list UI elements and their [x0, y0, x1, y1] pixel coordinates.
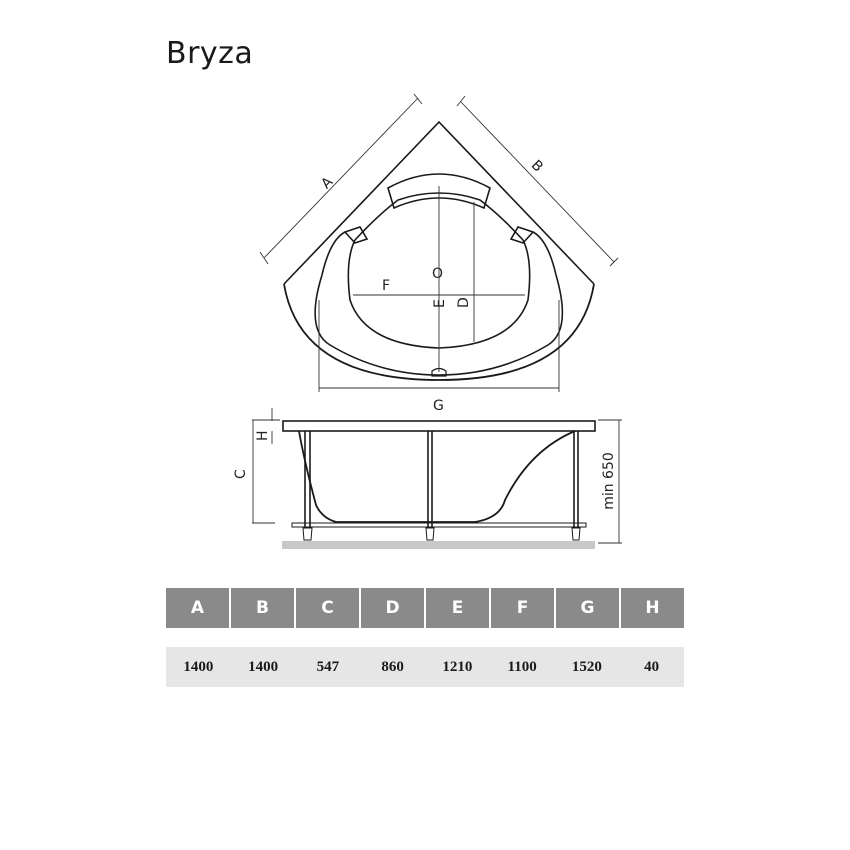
header-cell-g: G [556, 588, 621, 628]
svg-text:A: A [318, 174, 336, 192]
product-title: Bryza [166, 36, 254, 71]
value-cell-c: 547 [316, 658, 340, 675]
floor [282, 541, 595, 549]
svg-text:D: D [456, 297, 472, 308]
dimension-lines-side [252, 408, 622, 544]
value-cell-g: 1520 [571, 658, 602, 675]
svg-text:E: E [432, 299, 448, 308]
header-cell-c: C [296, 588, 361, 628]
header-cell-d: D [361, 588, 426, 628]
value-cell-d: 860 [381, 658, 404, 675]
value-cell-e: 1210 [442, 658, 473, 675]
header-cell-e: E [426, 588, 491, 628]
svg-text:O: O [432, 266, 443, 282]
header-cell-h: H [621, 588, 684, 628]
svg-text:C: C [233, 469, 249, 479]
header-cell-b: B [231, 588, 296, 628]
value-cell-b: 1400 [248, 658, 279, 675]
svg-text:min 650: min 650 [601, 452, 617, 510]
svg-text:F: F [382, 278, 390, 294]
dimensions-table: A B C D E F G H 1400 1400 547 860 1210 1… [166, 588, 684, 687]
value-cell-f: 1100 [507, 658, 537, 675]
table-values-row: 1400 1400 547 860 1210 1100 1520 40 [166, 647, 684, 687]
side-view-labels: H C min 650 [233, 430, 617, 509]
svg-text:G: G [433, 398, 444, 414]
value-cell-a: 1400 [183, 658, 214, 675]
svg-text:B: B [528, 157, 546, 175]
value-cell-h: 40 [644, 658, 660, 675]
svg-text:H: H [255, 430, 271, 441]
side-view [282, 420, 596, 541]
table-header-row: A B C D E F G H [166, 588, 684, 628]
header-cell-a: A [166, 588, 231, 628]
dimension-lines-top [259, 93, 619, 392]
header-cell-f: F [491, 588, 556, 628]
